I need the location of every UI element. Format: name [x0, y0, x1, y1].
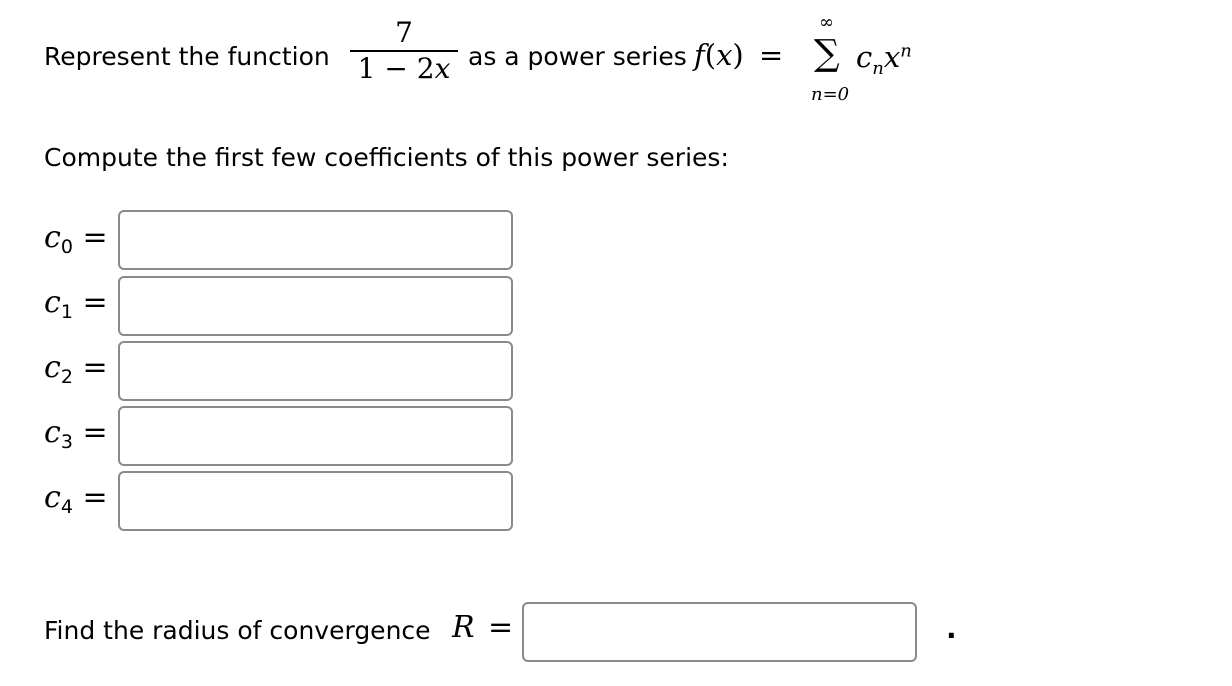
series-lhs: f(x) =	[694, 38, 783, 72]
c3-input[interactable]	[120, 408, 511, 464]
fraction-bar	[350, 50, 458, 52]
coefficient-label: c1 =	[44, 285, 114, 323]
denominator-var: x	[434, 52, 451, 85]
c-symbol: c	[44, 480, 61, 515]
c-symbol: c	[44, 220, 61, 255]
c-subscript: 0	[60, 236, 73, 258]
radius-input-box[interactable]	[522, 602, 917, 662]
equals-sign: =	[82, 350, 108, 385]
c1-input[interactable]	[120, 278, 511, 334]
equals-sign: =	[488, 610, 514, 645]
c-symbol: c	[44, 350, 61, 385]
paren-open: (	[704, 38, 717, 72]
fraction-numerator: 7	[395, 16, 413, 49]
fraction-denominator: 1 − 2x	[350, 52, 458, 86]
compute-instruction: Compute the first few coefficients of th…	[44, 143, 729, 172]
equals-sign: =	[82, 285, 108, 320]
equals-sign: =	[82, 220, 108, 255]
c4-input-box[interactable]	[118, 471, 513, 531]
x-symbol: x	[716, 38, 733, 72]
intro-text: Represent the function	[44, 42, 330, 71]
series-term: cnxn	[856, 40, 912, 79]
coefficient-label: c3 =	[44, 415, 114, 453]
f-symbol: f	[694, 38, 705, 72]
c-subscript: 1	[60, 301, 73, 323]
function-fraction: 7 1 − 2x	[350, 16, 458, 86]
equals-sign: =	[758, 38, 784, 72]
radius-input[interactable]	[524, 604, 915, 660]
c2-input-box[interactable]	[118, 341, 513, 401]
equals-sign: =	[82, 480, 108, 515]
c4-input[interactable]	[120, 473, 511, 529]
coefficient-label: c0 =	[44, 220, 114, 258]
c3-input-box[interactable]	[118, 406, 513, 466]
c-subscript: 2	[60, 366, 73, 388]
coefficient-label: c2 =	[44, 350, 114, 388]
sigma-upper-limit: ∞	[819, 12, 834, 33]
sigma-lower-limit: n=0	[811, 84, 850, 105]
c2-input[interactable]	[120, 343, 511, 399]
problem-statement: Represent the function 7 1 − 2x as a pow…	[44, 12, 1044, 112]
equals-sign: =	[82, 415, 108, 450]
denominator-const: 1	[357, 52, 376, 85]
c-symbol: c	[44, 285, 61, 320]
radius-label: Find the radius of convergence	[44, 616, 431, 645]
c0-input-box[interactable]	[118, 210, 513, 270]
c-symbol: c	[44, 415, 61, 450]
denominator-op: −	[384, 52, 408, 85]
c0-input[interactable]	[120, 212, 511, 268]
denominator-coef: 2	[416, 52, 435, 85]
trailing-period: .	[946, 612, 957, 645]
x-symbol: x	[883, 40, 901, 74]
c-symbol: c	[856, 40, 873, 74]
c1-input-box[interactable]	[118, 276, 513, 336]
x-superscript: n	[900, 40, 912, 62]
c-subscript: n	[872, 57, 884, 79]
c-subscript: 3	[60, 431, 73, 453]
sigma-icon: ∑	[814, 33, 840, 74]
coefficient-label: c4 =	[44, 480, 114, 518]
as-power-series-text: as a power series	[468, 42, 687, 71]
c-subscript: 4	[60, 496, 73, 518]
paren-close: )	[732, 38, 744, 72]
r-symbol: R	[452, 610, 475, 645]
